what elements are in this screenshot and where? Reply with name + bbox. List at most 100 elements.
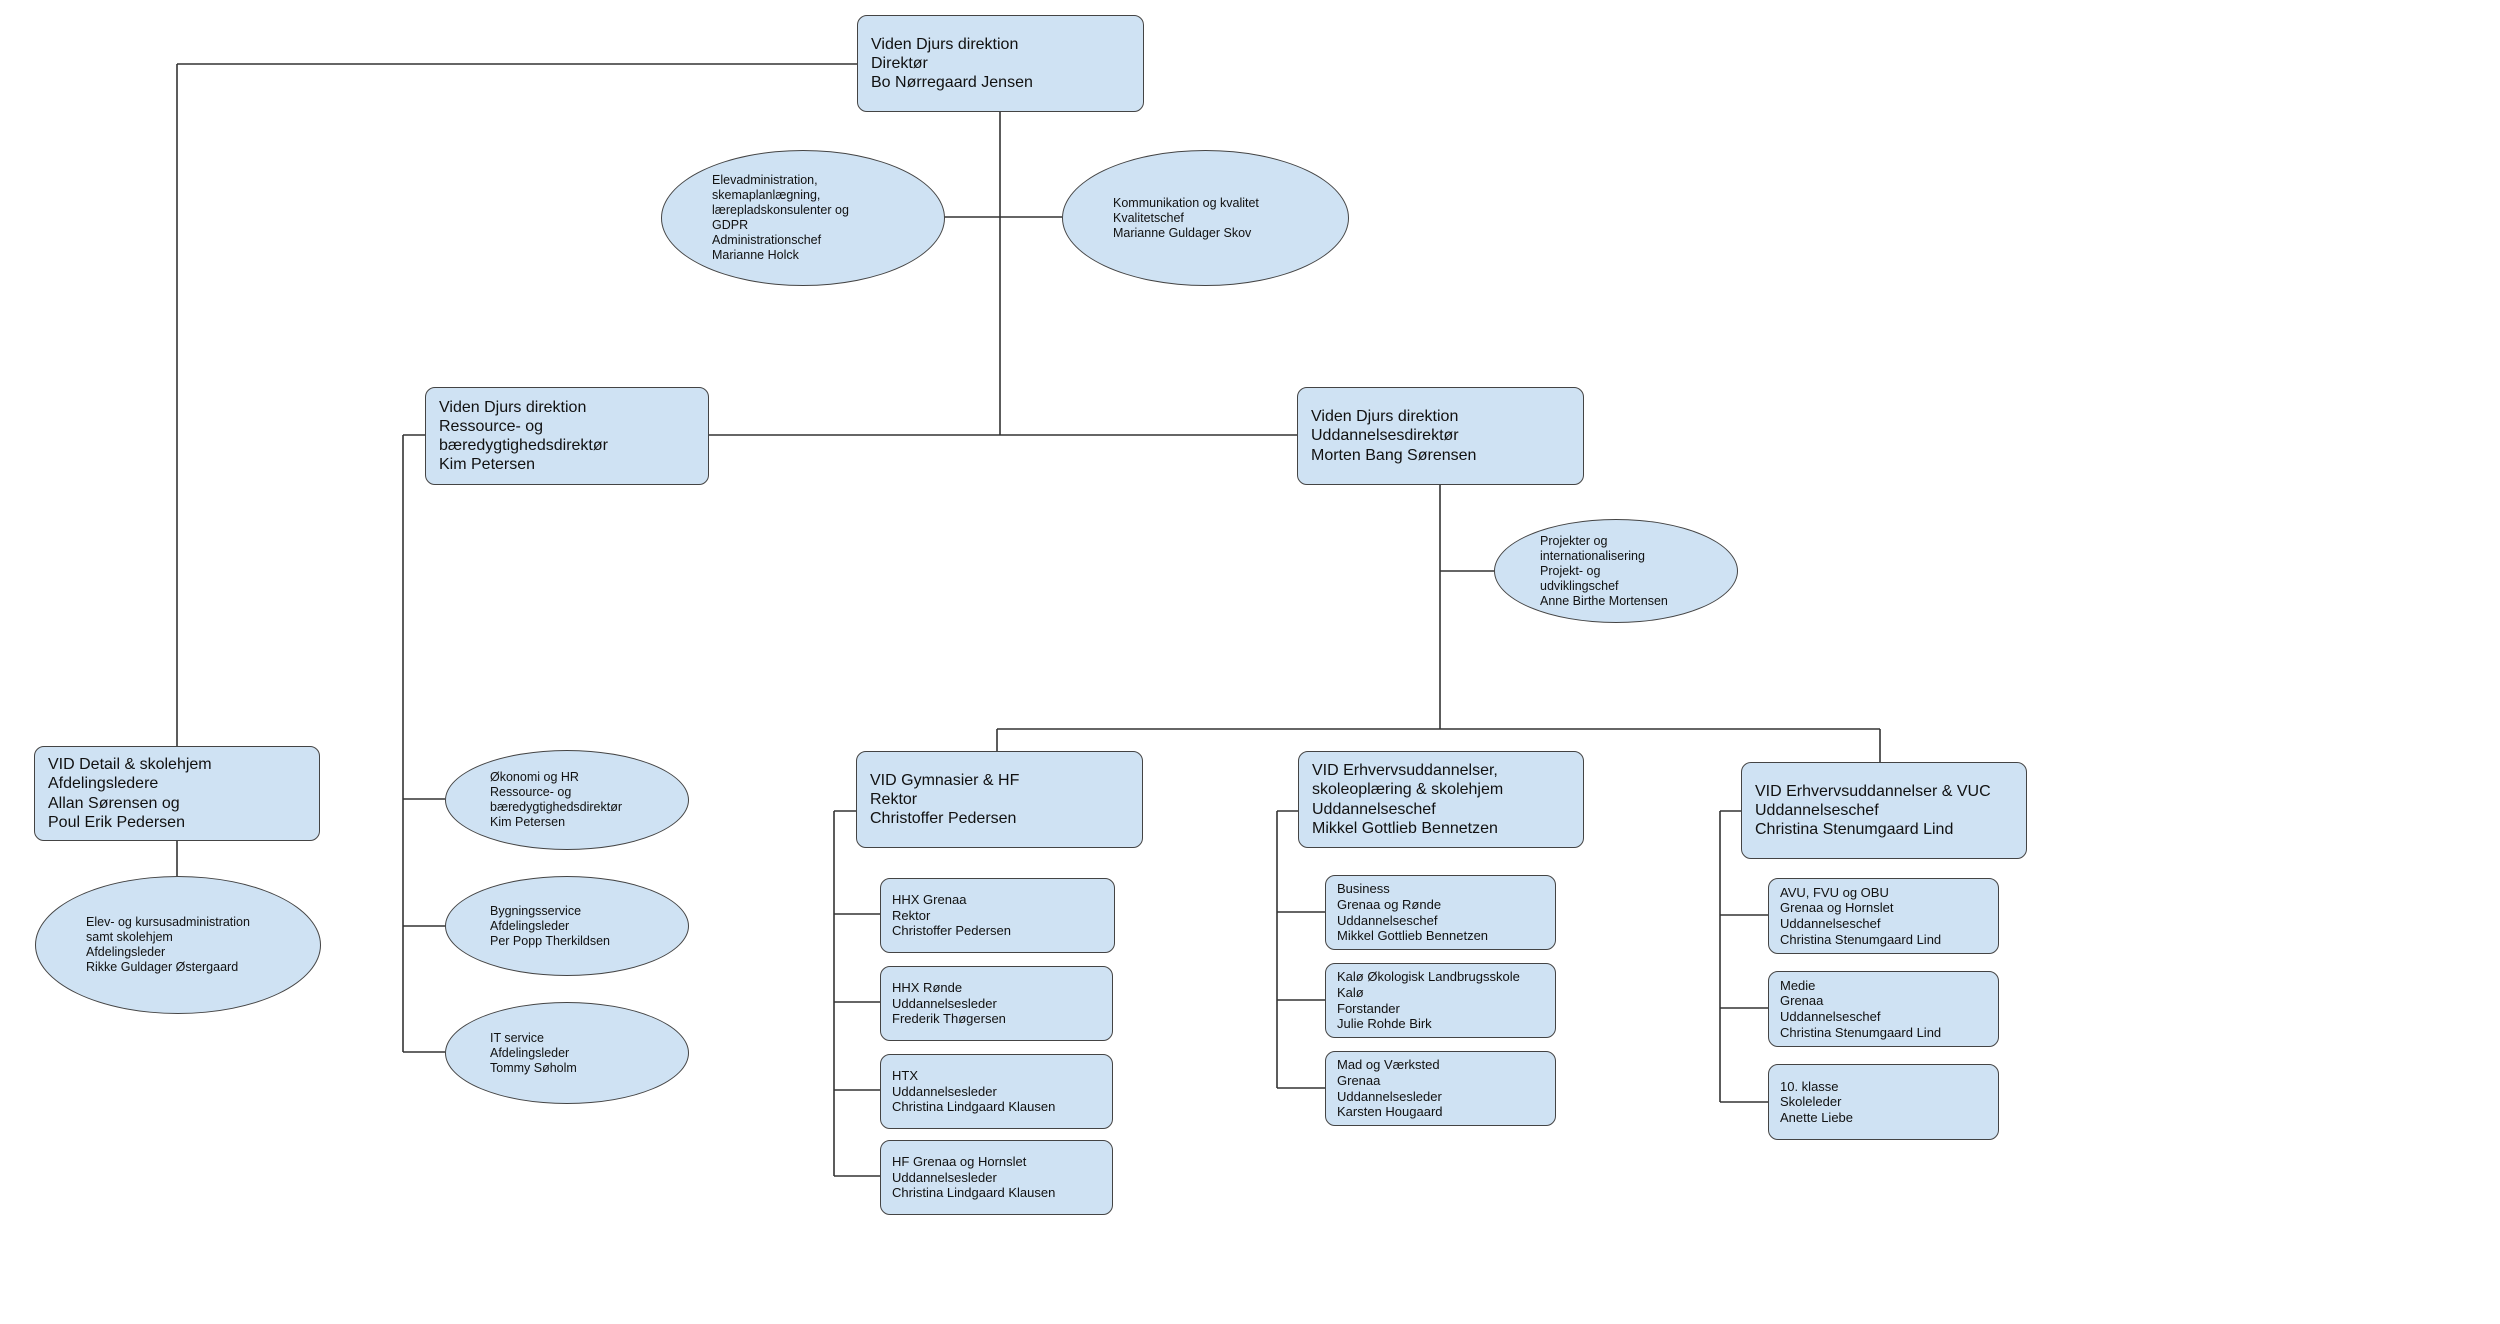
node-line: Uddannelseschef [1755, 801, 1879, 819]
node-line: Afdelingsleder [490, 1045, 570, 1060]
node-line: Julie Rohde Birk [1337, 1016, 1432, 1032]
kalo-box: Kalø Økologisk Landbrugsskole Kalø Forst… [1325, 963, 1556, 1038]
node-line: Forstander [1337, 1000, 1400, 1016]
node-line: Grenaa [1780, 993, 1824, 1009]
node-line: Elevadministration, [712, 173, 818, 187]
director-box: Viden Djurs direktion Direktør Bo Nørreg… [857, 15, 1144, 112]
node-line: Uddannelsesleder [892, 1083, 997, 1099]
node-line: internationalisering [1540, 548, 1645, 563]
node-line: Afdelingsledere [48, 775, 159, 793]
node-line: VID Detail & skolehjem [48, 756, 212, 774]
node-line: Ressource- og [490, 785, 572, 799]
node-line: Rikke Guldager Østergaard [86, 960, 239, 974]
node-line: Uddannelseschef [1312, 800, 1436, 818]
node-line: Morten Bang Sørensen [1311, 446, 1477, 464]
node-line: Uddannelsesleder [1337, 1088, 1442, 1104]
node-line: Christina Stenumgaard Lind [1780, 1024, 1942, 1040]
hf-box: HF Grenaa og Hornslet Uddannelsesleder C… [880, 1140, 1113, 1215]
node-line: Uddannelsesleder [892, 1169, 997, 1185]
node-line: Tommy Søholm [490, 1060, 577, 1075]
node-line: Rektor [892, 907, 931, 923]
node-line: Christina Stenumgaard Lind [1755, 821, 1954, 839]
node-line: Grenaa og Hornslet [1780, 900, 1894, 916]
node-line: HTX [892, 1068, 918, 1084]
node-line: Elev- og kursusadministration [86, 915, 250, 929]
projects-ellipse: Projekter og internationalisering Projek… [1494, 519, 1738, 623]
node-line: skemaplanlægning, [712, 188, 821, 202]
building-service-ellipse: Bygningsservice Afdelingsleder Per Popp … [445, 876, 689, 976]
node-line: Christoffer Pedersen [892, 923, 1011, 939]
node-line: HHX Grenaa [892, 892, 967, 908]
node-line: Marianne Guldager Skov [1113, 225, 1252, 240]
node-line: Uddannelseschef [1780, 916, 1881, 931]
node-line: Viden Djurs direktion [871, 35, 1019, 53]
node-line: AVU, FVU og OBU [1780, 884, 1889, 900]
hhx-ronde-box: HHX Rønde Uddannelsesleder Frederik Thøg… [880, 966, 1113, 1041]
node-line: Viden Djurs direktion [439, 398, 587, 416]
node-line: IT service [490, 1030, 544, 1045]
node-line: Mad og Værksted [1337, 1057, 1440, 1073]
node-line: Rektor [870, 790, 918, 808]
node-line: Christina Lindgaard Klausen [892, 1185, 1056, 1201]
node-line: Bygningsservice [490, 903, 582, 918]
node-line: Allan Sørensen og [48, 794, 180, 812]
node-line: HF Grenaa og Hornslet [892, 1154, 1027, 1170]
node-line: Projekter og [1540, 533, 1608, 548]
economy-hr-ellipse: Økonomi og HR Ressource- og bæredygtighe… [445, 750, 689, 850]
staff-administration-ellipse: Elevadministration, skemaplanlægning, læ… [661, 150, 945, 286]
tiende-klasse-box: 10. klasse Skoleleder Anette Liebe [1768, 1064, 1999, 1140]
node-line: Business [1337, 881, 1390, 897]
node-line: Uddannelseschef [1780, 1009, 1881, 1024]
node-line: VID Erhvervsuddannelser & VUC [1755, 782, 1991, 800]
node-line: Kalø [1337, 984, 1364, 1000]
business-box: Business Grenaa og Rønde Uddannelseschef… [1325, 875, 1556, 950]
node-line: Administrationschef [712, 233, 822, 247]
hhx-grenaa-box: HHX Grenaa Rektor Christoffer Pedersen [880, 878, 1115, 953]
node-line: Kim Petersen [490, 815, 566, 829]
node-line: Medie [1780, 977, 1816, 993]
node-line: udviklingschef [1540, 578, 1619, 593]
node-line: Kim Petersen [439, 456, 536, 474]
node-line: Marianne Holck [712, 248, 799, 262]
node-line: Uddannelsesleder [892, 995, 997, 1011]
node-line: bæredygtighedsdirektør [439, 437, 608, 454]
resource-director-box: Viden Djurs direktion Ressource- og bære… [425, 387, 709, 485]
node-line: Uddannelseschef [1337, 912, 1438, 928]
node-line: Direktør [871, 54, 928, 72]
node-line: Anne Birthe Mortensen [1540, 593, 1668, 608]
node-line: Christina Stenumgaard Lind [1780, 931, 1942, 947]
node-line: VID Erhvervsuddannelser, [1312, 762, 1498, 780]
node-line: Økonomi og HR [490, 770, 579, 784]
node-line: Grenaa [1337, 1072, 1381, 1088]
node-line: HHX Rønde [892, 980, 963, 996]
node-line: Anette Liebe [1780, 1109, 1854, 1125]
detail-box: VID Detail & skolehjem Afdelingsledere A… [34, 746, 320, 841]
node-line: Poul Erik Pedersen [48, 813, 185, 831]
htx-box: HTX Uddannelsesleder Christina Lindgaard… [880, 1054, 1113, 1129]
erhverv-box: VID Erhvervsuddannelser, skoleoplæring &… [1298, 751, 1584, 848]
node-line: skoleoplæring & skolehjem [1312, 781, 1504, 799]
staff-communication-ellipse: Kommunikation og kvalitet Kvalitetschef … [1062, 150, 1349, 286]
node-line: Christina Lindgaard Klausen [892, 1099, 1056, 1115]
node-line: Mikkel Gottlieb Bennetzen [1312, 819, 1498, 837]
education-director-box: Viden Djurs direktion Uddannelsesdirektø… [1297, 387, 1584, 485]
node-line: Afdelingsleder [490, 918, 570, 933]
node-line: GDPR [712, 218, 749, 232]
vuc-box: VID Erhvervsuddannelser & VUC Uddannelse… [1741, 762, 2027, 859]
detail-admin-ellipse: Elev- og kursusadministration samt skole… [35, 876, 321, 1014]
node-line: Karsten Hougaard [1337, 1104, 1443, 1120]
avu-box: AVU, FVU og OBU Grenaa og Hornslet Uddan… [1768, 878, 1999, 954]
node-line: Mikkel Gottlieb Bennetzen [1337, 928, 1489, 944]
medie-box: Medie Grenaa Uddannelseschef Christina S… [1768, 971, 1999, 1047]
node-line: Ressource- og [439, 417, 544, 435]
node-line: Per Popp Therkildsen [490, 933, 610, 948]
it-service-ellipse: IT service Afdelingsleder Tommy Søholm [445, 1002, 689, 1104]
node-line: bæredygtighedsdirektør [490, 800, 623, 814]
node-line: samt skolehjem [86, 930, 173, 944]
node-line: Frederik Thøgersen [892, 1011, 1006, 1027]
node-line: Uddannelsesdirektør [1311, 427, 1459, 445]
node-line: Projekt- og [1540, 563, 1601, 578]
node-line: Kalø Økologisk Landbrugsskole [1337, 969, 1520, 985]
